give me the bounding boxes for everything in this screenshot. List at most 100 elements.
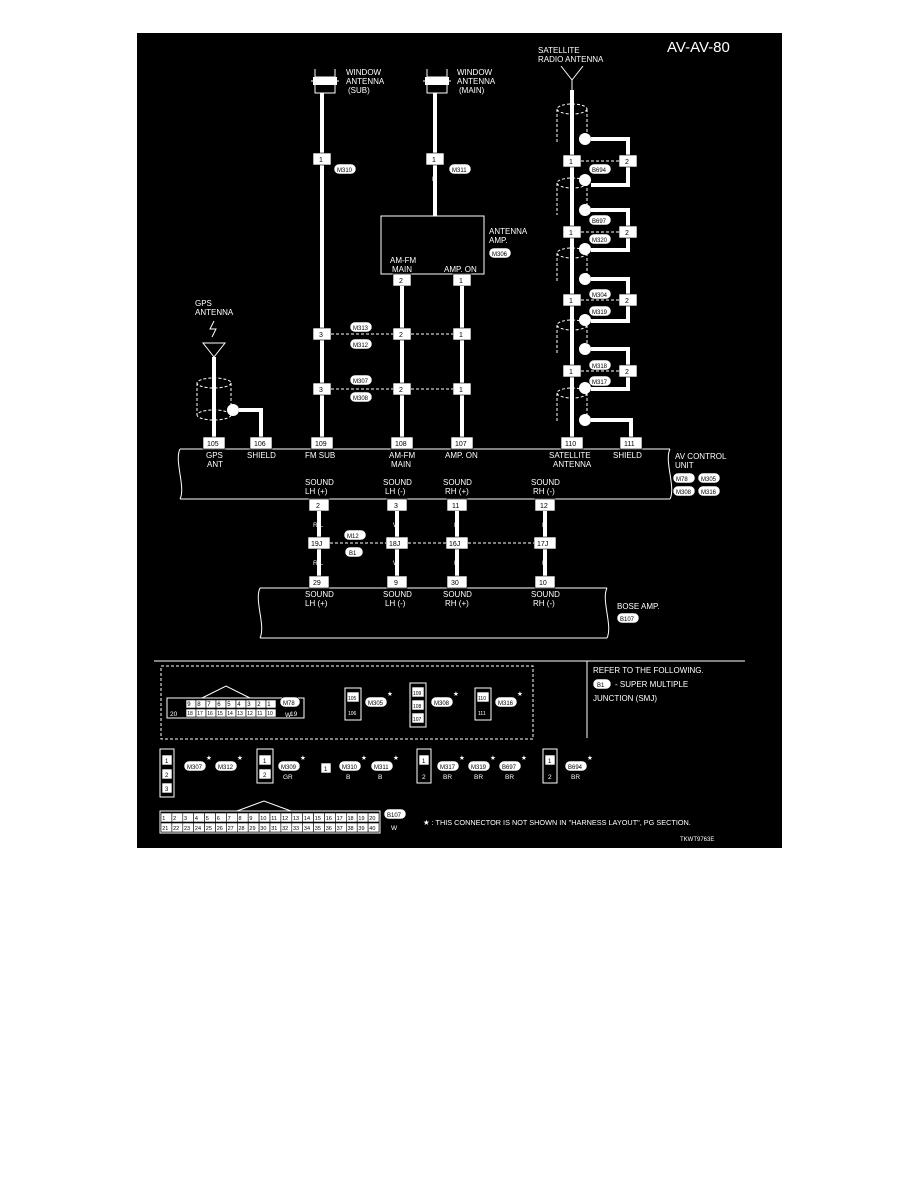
svg-text:1: 1: [548, 759, 552, 765]
legend-m311: M311: [374, 765, 389, 771]
antenna-amp-label-2: AMP.: [489, 236, 508, 245]
av-conn-m308: M308: [676, 490, 692, 496]
svg-text:SOUND: SOUND: [443, 590, 472, 599]
bose-amp-conn: B107: [620, 617, 635, 623]
pin-m311-1-text: 1: [432, 157, 436, 164]
antenna-amp-label-1: ANTENNA: [489, 227, 528, 236]
sat-shield-loops: [579, 133, 633, 438]
bose-pins: 29 9 30 10: [308, 575, 556, 589]
legend-pin-label: 9: [187, 702, 191, 708]
legend-pin-label: 40: [369, 826, 375, 832]
av-term-ampon: AMP. ON: [445, 451, 478, 460]
svg-text:2: 2: [316, 503, 320, 510]
legend-pin-label: 11: [257, 711, 262, 717]
m316-connector-face: 110 111: [474, 687, 492, 721]
legend-pin-cell: [367, 812, 380, 823]
junction-pins: 19J 18J 16J 17J: [307, 536, 557, 550]
pin-m307-3: 3: [319, 387, 323, 394]
legend-pin-label: 16: [207, 711, 213, 717]
legend-b697-color: BR: [505, 774, 514, 781]
conn-m318: M318: [592, 364, 608, 370]
legend-pin-label: 1: [267, 702, 271, 708]
av-conn-m305: M305: [701, 477, 717, 483]
legend-pin-label: 3: [184, 816, 187, 822]
legend-m310-color: B: [346, 774, 350, 781]
legend-m309-color: GR: [283, 774, 293, 781]
legend-pin-label: 27: [228, 826, 234, 832]
legend-pin-label: 6: [217, 702, 221, 708]
bose-amp-box: [257, 587, 610, 639]
legend-m316: M316: [498, 701, 514, 707]
legend-pin-label: 16: [326, 816, 332, 822]
svg-text:2: 2: [548, 774, 552, 781]
svg-text:12: 12: [540, 503, 548, 510]
svg-text:3: 3: [165, 787, 169, 793]
svg-text:2: 2: [263, 773, 267, 779]
svg-text:108: 108: [395, 441, 407, 448]
legend-pin-label: 9: [249, 816, 252, 822]
m309-connector-face: 1 2: [256, 748, 274, 784]
conn-m310: [333, 163, 357, 175]
legend-pin-label: 31: [271, 826, 277, 832]
av-term-sat-shield: SHIELD: [613, 451, 642, 460]
legend-pin-label: 39: [358, 826, 364, 832]
conn-m313: M313: [353, 326, 369, 332]
pin-m310-1: [312, 152, 332, 166]
conn-m308: M308: [353, 396, 369, 402]
conn-m317: M317: [592, 380, 608, 386]
av-term-amfm-1: AM-FM: [389, 451, 416, 460]
window-antenna-main-label-1: WINDOW: [457, 68, 493, 77]
conn-m306: [488, 247, 512, 259]
legend-note: ★ : THIS CONNECTOR IS NOT SHOWN IN "HARN…: [423, 818, 691, 827]
legend-pin-label: 13: [293, 816, 299, 822]
av-unit-label-1: AV CONTROL: [675, 452, 727, 461]
gps-lightning-icon: [209, 320, 217, 338]
pin-m311-1: [425, 152, 445, 166]
legend-pin-label: 15: [315, 816, 321, 822]
svg-text:110: 110: [565, 441, 576, 448]
legend-pin-label: 19: [358, 816, 364, 822]
legend-pin-cell: [367, 822, 380, 833]
svg-text:30: 30: [451, 580, 459, 587]
svg-text:111: 111: [478, 711, 486, 717]
legend-m305-star: ★: [387, 690, 393, 698]
svg-text:106: 106: [254, 441, 266, 448]
legend-pin-label: 6: [217, 816, 220, 822]
legend-pin-label: 21: [162, 826, 168, 832]
wc-w-1: W: [393, 522, 400, 529]
svg-text:19J: 19J: [311, 541, 322, 548]
pin-m313-2: 2: [399, 332, 403, 339]
legend-pin-label: 3: [247, 702, 251, 708]
av-term-gps-2: ANT: [207, 460, 223, 469]
conn-b1: B1: [349, 551, 357, 557]
m317-connector-face: 1 2: [416, 748, 432, 784]
antenna-amp-box: [380, 215, 485, 275]
av-conn-m316: M316: [701, 490, 717, 496]
amp-term-amfm-1: AM-FM: [390, 256, 417, 265]
window-antenna-main-label-2: ANTENNA: [457, 77, 496, 86]
av-unit-bottom-pins: 2 3 11 12: [308, 498, 556, 512]
wc-l-2: L: [542, 560, 546, 567]
m305-connector-face: 105 106: [344, 687, 362, 721]
svg-text:108: 108: [413, 704, 422, 710]
conn-m12: M12: [347, 534, 359, 540]
svg-text:SOUND: SOUND: [383, 590, 412, 599]
wc-w-2: W: [393, 560, 400, 567]
legend-m319-color: BR: [474, 774, 483, 781]
svg-text:1: 1: [263, 759, 267, 765]
conn-m306-text: M306: [492, 252, 508, 258]
wc-l-1: L: [542, 522, 546, 529]
svg-text:11: 11: [452, 503, 459, 510]
svg-text:107: 107: [455, 441, 467, 448]
legend-pin-label: 23: [184, 826, 190, 832]
legend-m312: M312: [218, 765, 234, 771]
legend-pin-label: 26: [217, 826, 223, 832]
legend-pin-label: 4: [237, 702, 241, 708]
legend-pin-label: 18: [348, 816, 354, 822]
svg-text:109: 109: [413, 691, 422, 697]
m308-connector-face: 109 108 107: [409, 682, 427, 728]
svg-text:20: 20: [170, 711, 178, 718]
av-term-sat-2: ANTENNA: [553, 460, 592, 469]
